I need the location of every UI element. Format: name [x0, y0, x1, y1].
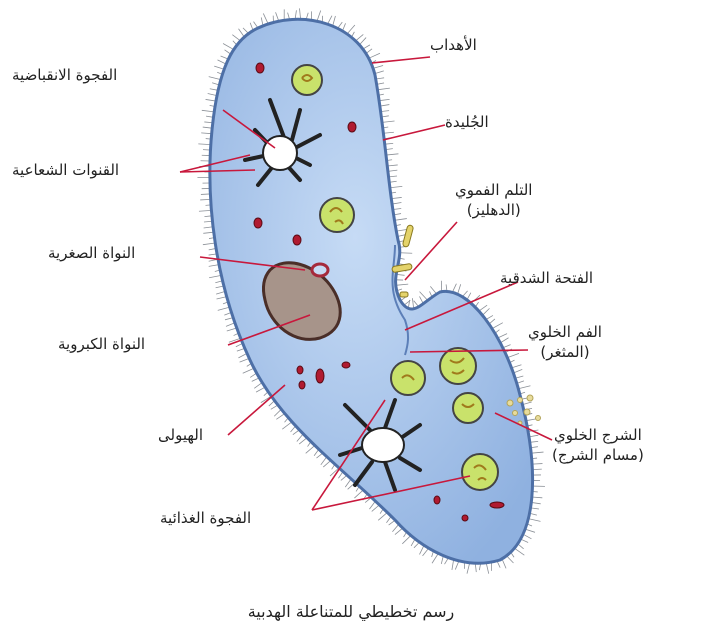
- label-oral-groove-line2: (الدهليز): [455, 200, 532, 220]
- label-cytoplasm: الهيولى: [158, 425, 203, 445]
- label-cell-mouth-line1: الفم الخلوي: [528, 322, 602, 342]
- label-cell-mouth: الفم الخلوي (المثغر): [528, 322, 602, 363]
- label-pellicle: الجُليدة: [445, 112, 489, 132]
- label-macronucleus: النواة الكبروية: [58, 334, 145, 354]
- label-food-vacuole: الفجوة الغذائية: [160, 508, 251, 528]
- label-oral-groove-line1: التلم الفموي: [455, 180, 532, 200]
- label-anal-pore-line2: (مسام الشرج): [552, 445, 644, 465]
- label-oral-opening: الفتحة الشدقية: [500, 268, 593, 288]
- label-cell-mouth-line2: (المثغر): [528, 342, 602, 362]
- micronucleus: [312, 264, 328, 276]
- label-contractile-vacuole: الفجوة الانقباضية: [12, 65, 117, 85]
- label-radial-canals: القنوات الشعاعية: [12, 160, 119, 180]
- diagram-caption: رسم تخطيطي للمتناعلة الهدبية: [0, 602, 702, 621]
- label-oral-groove: التلم الفموي (الدهليز): [455, 180, 532, 221]
- label-anal-pore-line1: الشرج الخلوي: [552, 425, 644, 445]
- label-anal-pore: الشرج الخلوي (مسام الشرج): [552, 425, 644, 466]
- label-cilia: الأهداب: [430, 35, 477, 55]
- label-micronucleus: النواة الصغرية: [48, 243, 135, 263]
